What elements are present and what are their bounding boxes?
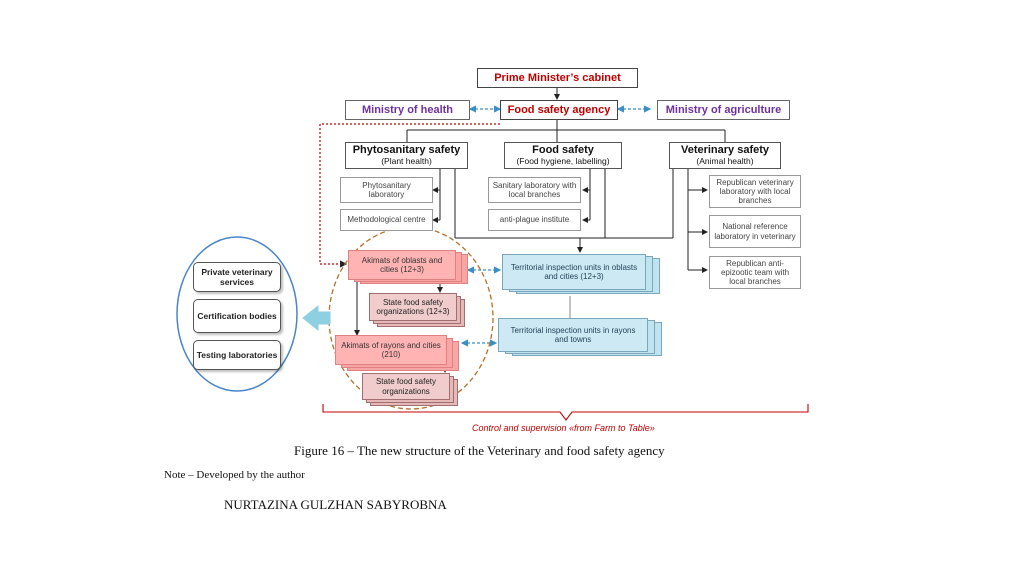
sanitary-lab-box: Sanitary laboratory with local branches <box>488 177 581 203</box>
state-org-rayon-label: State food safety organizations <box>362 373 450 400</box>
veterinary-header: Veterinary safety (Animal health) <box>669 142 781 169</box>
food-title: Food safety <box>532 144 594 157</box>
territorial-oblast-label: Territorial inspection units in oblasts … <box>502 254 646 290</box>
phyto-lab-box: Phytosanitary laboratory <box>340 177 433 203</box>
phytosanitary-header: Phytosanitary safety (Plant health) <box>345 142 468 169</box>
food-subtitle: (Food hygiene, labelling) <box>516 155 610 166</box>
phyto-title: Phytosanitary safety <box>352 144 461 157</box>
food-safety-header: Food safety (Food hygiene, labelling) <box>504 142 622 169</box>
anti-epizootic-team-box: Republican anti-epizootic team with loca… <box>709 256 801 289</box>
control-supervision-label: Control and supervision «from Farm to Ta… <box>472 423 655 433</box>
private-vet-services-box: Private veterinary services <box>193 262 281 292</box>
ministry-agriculture-box: Ministry of agriculture <box>657 100 790 120</box>
vet-subtitle: (Animal health) <box>696 155 754 166</box>
akimats-oblasts-stack: Akimats of oblasts and cities (12+3) <box>348 250 470 286</box>
author-name: NURTAZINA GULZHAN SABYROBNA <box>224 497 447 512</box>
certification-bodies-box: Certification bodies <box>193 299 281 333</box>
akimats-oblasts-label: Akimats of oblasts and cities (12+3) <box>348 250 456 280</box>
state-org-rayon-stack: State food safety organizations <box>362 373 462 407</box>
ministry-health-box: Ministry of health <box>345 100 470 120</box>
akimats-rayons-stack: Akimats of rayons and cities (210) <box>335 335 465 371</box>
republican-vet-lab-box: Republican veterinary laboratory with lo… <box>709 175 801 208</box>
territorial-oblast-stack: Territorial inspection units in oblasts … <box>502 254 662 296</box>
phyto-subtitle: (Plant health) <box>381 155 432 166</box>
figure-caption: Figure 16 – The new structure of the Vet… <box>294 443 665 458</box>
prime-minister-cabinet-box: Prime Minister’s cabinet <box>477 68 638 88</box>
vet-title: Veterinary safety <box>680 144 770 157</box>
anti-plague-box: anti-plague institute <box>488 209 581 231</box>
methodological-centre-box: Methodological centre <box>340 209 433 231</box>
territorial-rayon-stack: Territorial inspection units in rayons a… <box>498 318 666 358</box>
testing-laboratories-box: Testing laboratories <box>193 340 281 370</box>
state-org-oblast-stack: State food safety organizations (12+3) <box>369 293 467 327</box>
national-reference-lab-box: National reference laboratory in veterin… <box>709 215 801 248</box>
territorial-rayon-label: Territorial inspection units in rayons a… <box>498 318 648 352</box>
figure-note: Note – Developed by the author <box>164 469 305 481</box>
akimats-rayons-label: Akimats of rayons and cities (210) <box>335 335 447 365</box>
state-org-oblast-label: State food safety organizations (12+3) <box>369 293 457 321</box>
food-safety-agency-box: Food safety agency <box>500 100 618 120</box>
